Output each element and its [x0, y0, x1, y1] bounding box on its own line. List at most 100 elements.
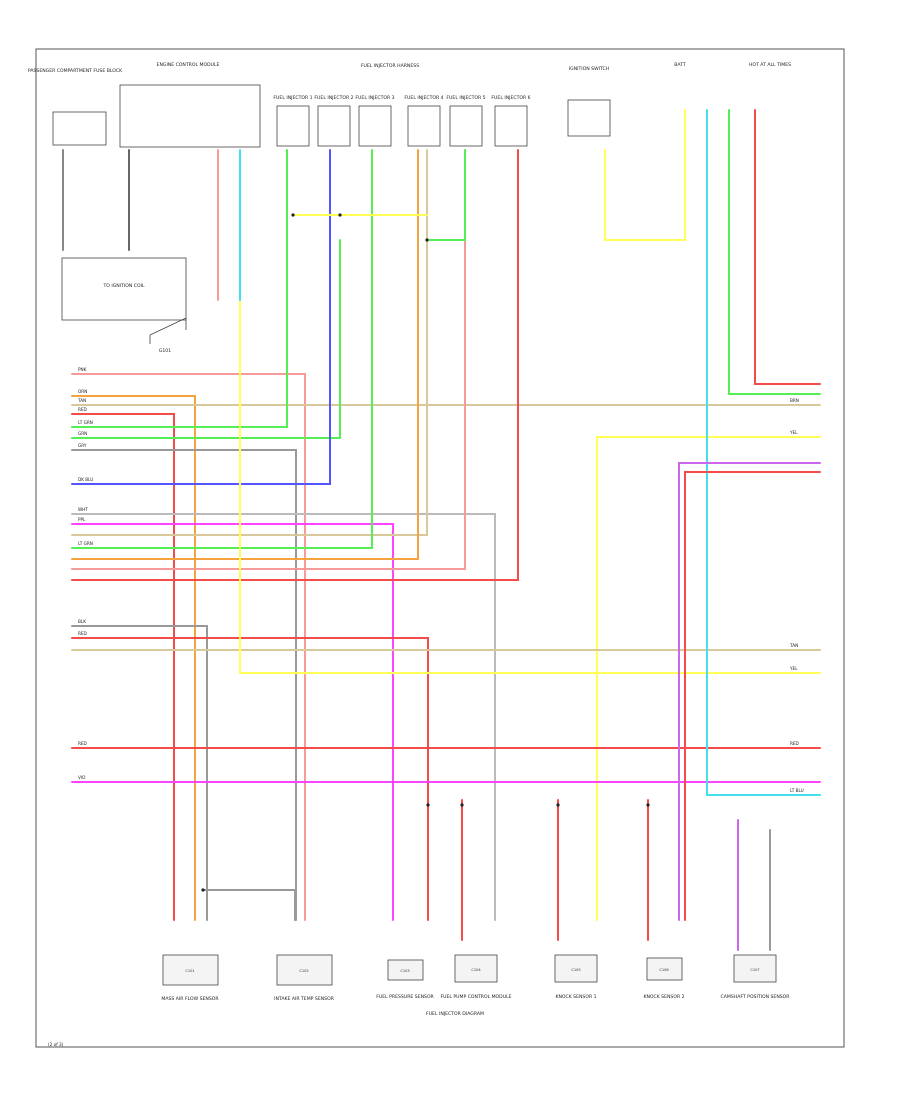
label-fuse-block: ENGINE CONTROL MODULE: [157, 62, 220, 68]
top-labels: PASSENGER COMPARTMENT FUSE BLOCK ENGINE …: [28, 62, 791, 1047]
wire-label-gry: GRY: [78, 443, 87, 448]
cam-sensor-box: [733, 954, 777, 983]
injector-5-box: [449, 105, 483, 147]
knock-2-box: [646, 957, 683, 981]
label-injector-3: FUEL INJECTOR 3: [355, 95, 394, 101]
wire-label-orn: ORN: [78, 389, 87, 394]
wire-yellow-2: [239, 149, 821, 674]
wire-grey-3: [71, 625, 208, 921]
wire-label-blk: BLK: [78, 619, 86, 624]
wire-red-2: [71, 149, 519, 581]
label-injector-5: FUEL INJECTOR 5: [446, 95, 485, 101]
bottom-components: [162, 954, 777, 986]
wire-label-pnk: PNK: [78, 367, 87, 372]
wire-label-red-2: RED: [78, 631, 87, 636]
code-c102: C102: [299, 969, 308, 973]
label-ignition-switch: IGNITION SWITCH: [569, 66, 609, 72]
code-c107: C107: [750, 968, 759, 972]
iat-sensor-box: [276, 954, 333, 986]
code-c106: C106: [659, 968, 669, 972]
label-injector-4: FUEL INJECTOR 4: [404, 95, 443, 101]
ignition-switch-box: [567, 99, 611, 137]
code-c104: C104: [471, 968, 481, 972]
label-knock-2: KNOCK SENSOR 2: [643, 994, 684, 1000]
wire-inj-green: [426, 149, 466, 241]
fuse-block-box: [119, 84, 261, 148]
label-injector-6: FUEL INJECTOR 6: [491, 95, 530, 101]
wire-red-5: [754, 109, 821, 385]
splice-dot: [425, 238, 429, 242]
injector-3-box: [358, 105, 392, 147]
splice-dot: [426, 803, 430, 807]
injector-4-box: [407, 105, 441, 147]
injector-6-box: [494, 105, 528, 147]
bottom-codes: C101 C102 C103 C104 C105 C106 C107: [185, 968, 759, 973]
splice-dot: [646, 803, 650, 807]
wire-pink-2: [71, 149, 466, 570]
splice-dot: [201, 888, 205, 892]
wire-red-1: [71, 413, 175, 921]
wire-cyan-1: [706, 109, 821, 796]
wire-green-2: [71, 239, 341, 439]
wire-label-wht: WHT: [78, 507, 88, 512]
code-c103: C103: [400, 969, 409, 973]
wire-orange-2: [71, 149, 419, 560]
wire-grey-1: [71, 449, 297, 921]
injector-2-box: [317, 105, 351, 147]
code-c105: C105: [571, 968, 580, 972]
label-injectors-header: FUEL INJECTOR HARNESS: [361, 63, 419, 69]
fuel-pressure-box: [387, 959, 424, 981]
wire-violet-1: [71, 523, 394, 921]
wire-orange-1: [71, 395, 196, 921]
wire-label-lt-grn-2: LT GRN: [78, 541, 93, 546]
wire-red-6: [684, 471, 821, 921]
wire-green-4: [728, 109, 821, 395]
wire-label-dk-blu: DK BLU: [78, 477, 93, 482]
label-hot-at-all-times: HOT AT ALL TIMES: [749, 62, 791, 68]
code-c101: C101: [185, 969, 194, 973]
splice-dot: [338, 213, 342, 217]
label-injector-1: FUEL INJECTOR 1: [273, 95, 312, 101]
wire-bottom-grey: [202, 889, 296, 921]
wire-green-1: [71, 149, 288, 428]
splice-dot: [556, 803, 560, 807]
label-injector-2: FUEL INJECTOR 2: [314, 95, 353, 101]
wire-yellow-1: [596, 436, 821, 921]
wire-label-yel-right: YEL: [789, 430, 798, 435]
wire-pink-1: [71, 373, 306, 921]
label-batt: BATT: [674, 62, 686, 68]
splice-dots: [201, 213, 650, 892]
wire-green-3: [71, 149, 373, 549]
injector-1-box: [276, 105, 310, 147]
left-relay-box: [52, 111, 107, 146]
wire-label-ppl: PPL: [78, 517, 86, 522]
wire-yellow-3: [604, 109, 686, 241]
label-footer-note: FUEL INJECTOR DIAGRAM: [426, 1011, 484, 1017]
label-corner: (2 of 3): [48, 1042, 64, 1047]
bottom-labels: MASS AIR FLOW SENSOR INTAKE AIR TEMP SEN…: [161, 994, 790, 1002]
wire-label-lt-grn: LT GRN: [78, 420, 93, 425]
splice-dot: [291, 213, 295, 217]
wire-label-vio: VIO: [78, 775, 86, 780]
label-fpcm: FUEL PUMP CONTROL MODULE: [440, 994, 511, 1000]
maf-sensor-box: [162, 954, 219, 986]
label-ground: G101: [159, 348, 171, 354]
top-components: [52, 84, 611, 321]
knock-1-box: [554, 954, 598, 983]
wire-tan-2: [71, 149, 428, 536]
wire-label-grn: GRN: [78, 431, 87, 436]
wire-label-red-right: RED: [790, 741, 799, 746]
fpcm-box: [454, 954, 498, 983]
label-relay: PASSENGER COMPARTMENT FUSE BLOCK: [28, 68, 123, 74]
wire-red-3: [71, 637, 429, 921]
wire-label-red-3: RED: [78, 741, 87, 746]
wire-grey-2: [71, 513, 496, 921]
label-knock-1: KNOCK SENSOR 1: [555, 994, 596, 1000]
diagram-frame: [35, 48, 845, 1048]
wire-label-tan: TAN: [77, 398, 86, 403]
wire-label-red: RED: [78, 407, 87, 412]
note-box: [61, 257, 187, 321]
wire-label-yel-right-2: YEL: [789, 666, 798, 671]
wire-violet-3: [678, 462, 821, 921]
